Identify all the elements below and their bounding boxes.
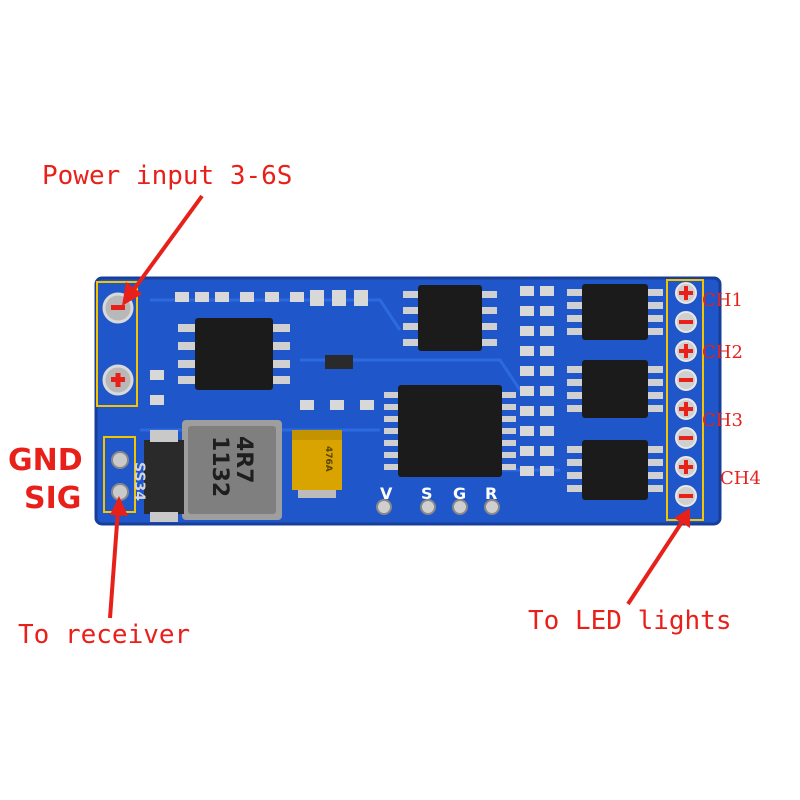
arrow-led xyxy=(626,508,690,606)
gnd-label: GND xyxy=(8,443,83,478)
led-output-pads xyxy=(666,279,704,521)
inductor xyxy=(182,420,282,520)
pin-label-g: G xyxy=(453,484,467,503)
pin-label-r: R xyxy=(485,484,498,503)
inductor-marking-1: 4R7 xyxy=(231,436,256,484)
regulator-chip xyxy=(178,318,290,390)
passive-components xyxy=(150,286,554,476)
channel-label-4: CH4 xyxy=(720,468,761,489)
mosfet-top xyxy=(403,285,497,351)
programming-pins xyxy=(376,499,500,515)
power-input-label: Power input 3-6S xyxy=(42,161,293,191)
capacitor-marking: 476A xyxy=(323,446,333,472)
power-input-pads xyxy=(96,281,138,407)
pin-label-s: S xyxy=(421,484,433,503)
arrow-power xyxy=(122,194,204,306)
channel-label-2: CH2 xyxy=(702,342,743,363)
pin-label-v: V xyxy=(380,484,393,503)
tantalum-capacitor xyxy=(292,430,342,498)
arrow-receiver xyxy=(108,496,128,619)
mosfet-ch1-ch2 xyxy=(567,284,663,340)
channel-label-3: CH3 xyxy=(702,410,743,431)
diode xyxy=(144,430,184,522)
channel-label-1: CH1 xyxy=(702,290,743,311)
mosfet-ch3 xyxy=(567,360,663,418)
diode-marking: SS34 xyxy=(131,462,147,502)
inductor-marking-2: 1132 xyxy=(207,436,232,498)
mosfet-ch4 xyxy=(567,440,663,500)
sig-label: SIG xyxy=(24,481,82,516)
microcontroller xyxy=(384,385,516,477)
to-led-lights-label: To LED lights xyxy=(528,606,732,636)
to-receiver-label: To receiver xyxy=(18,620,191,650)
